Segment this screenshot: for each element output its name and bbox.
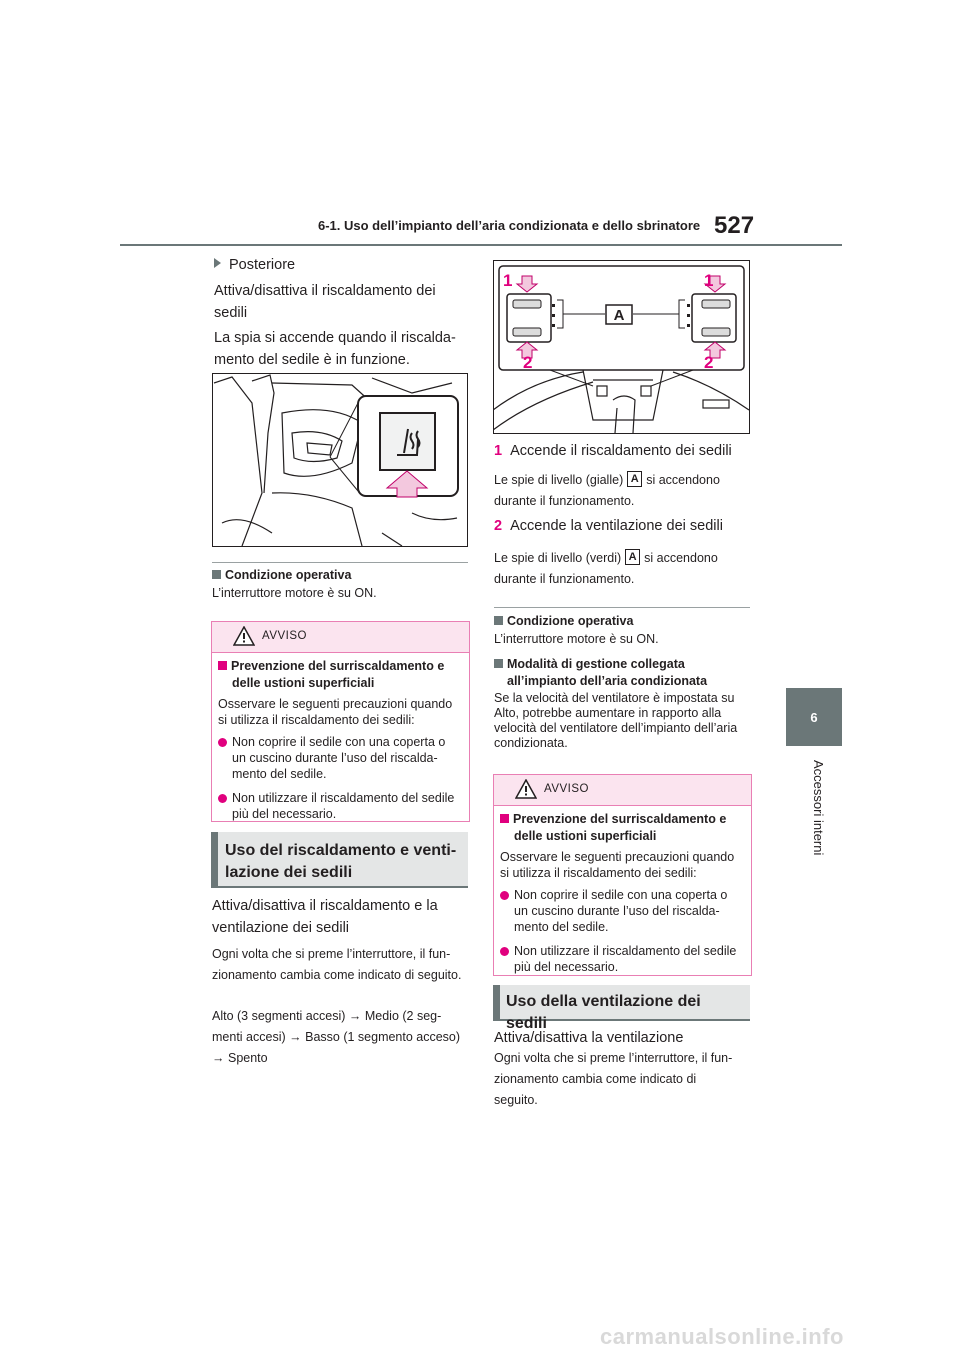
warning-title: AVVISO [544, 783, 589, 795]
section-paragraph-1: Attiva/disattiva il riscaldamento e la v… [212, 898, 438, 936]
pink-dot-icon [218, 738, 227, 747]
warning-box-2: AVVISO Prevenzione del surriscaldamento … [493, 774, 752, 976]
warning-bullet: Non utilizzare il riscaldamento del sedi… [500, 943, 744, 975]
section-paragraph-2: Ogni volta che si preme l’interruttore, … [212, 947, 462, 982]
chapter-tab[interactable]: 6 [786, 688, 842, 746]
indicator-a-box: A [625, 549, 641, 565]
chapter-label: Accessori interni [811, 760, 826, 856]
section-title-box: Uso della ventilazione dei sedili [493, 985, 750, 1032]
warning-header: AVVISO [212, 622, 469, 653]
warning-bullet: Non coprire il sedile con una coperta o … [500, 887, 744, 935]
condition-heading-1: Condizione operativa [212, 567, 468, 584]
page-number: 527 [714, 212, 755, 239]
condition-text-2: L’interruttore motore è su ON. [494, 632, 659, 646]
pink-square-icon [218, 661, 227, 670]
square-bullet-icon [494, 616, 503, 625]
callout-label-2: 2 [523, 353, 532, 372]
rear-heading: Posteriore [214, 254, 474, 276]
page-header-title: 6-1. Uso dell’impianto dell’aria condizi… [318, 218, 701, 233]
callout-label-1: 1 [503, 271, 512, 290]
square-bullet-icon [494, 659, 503, 668]
chapter-number: 6 [810, 709, 818, 725]
pink-dot-icon [500, 947, 509, 956]
mode-text: Se la velocità del ventilatore è imposta… [494, 691, 738, 750]
watermark: carmanualsonline.info [600, 1324, 844, 1349]
warning-intro: Osservare le seguenti precauzioni quando… [500, 850, 735, 880]
condition-text-1: L’interruttore motore è su ON. [212, 586, 377, 600]
callout-label-a: A [614, 307, 625, 324]
warning-header: AVVISO [494, 775, 751, 806]
triangle-bullet-icon [214, 258, 221, 268]
item-2: 2 Accende la ventilazione dei sedili [494, 518, 723, 534]
warning-bullet: Non coprire il sedile con una coperta o … [218, 734, 462, 782]
warning-title: AVVISO [262, 630, 307, 642]
pink-dot-icon [218, 794, 227, 803]
rear-paragraph-1: Attiva/disattiva il riscaldamento dei se… [214, 283, 436, 321]
warning-subheading: Prevenzione del surriscaldamento e delle… [218, 658, 462, 692]
condition-heading-2: Condizione operativa [494, 613, 750, 630]
warning-intro: Osservare le seguenti precauzioni quando… [218, 697, 453, 727]
callout-label-2: 2 [704, 353, 713, 372]
pink-dot-icon [500, 891, 509, 900]
square-bullet-icon [212, 570, 221, 579]
warning-triangle-icon [515, 779, 537, 799]
callout-label-1: 1 [704, 271, 713, 290]
section-paragraph-3: Alto (3 segmenti accesi) → Medio (2 seg-… [212, 1009, 461, 1065]
warning-triangle-icon [233, 626, 255, 646]
indicator-a-box: A [627, 471, 643, 487]
warning-subheading: Prevenzione del surriscaldamento e delle… [500, 811, 744, 845]
section-title-box: Uso del riscaldamento e venti-lazione de… [211, 832, 468, 888]
vent-paragraph-1: Attiva/disattiva la ventilazione [494, 1030, 684, 1046]
divider [212, 562, 468, 563]
warning-box-1: AVVISO Prevenzione del surriscaldamento … [211, 621, 470, 822]
header-rule [120, 244, 842, 246]
front-seat-switches-illustration: A 1 1 2 2 [493, 260, 750, 434]
item-1: 1 Accende il riscaldamento dei sedili [494, 443, 732, 459]
rear-paragraph-2: La spia si accende quando il riscalda-me… [214, 330, 456, 368]
divider [494, 607, 750, 608]
vent-paragraph-2: Ogni volta che si preme l’interruttore, … [494, 1051, 733, 1107]
pink-square-icon [500, 814, 509, 823]
mode-heading: Modalità di gestione collegata all’impia… [494, 656, 757, 690]
warning-bullet: Non utilizzare il riscaldamento del sedi… [218, 790, 462, 822]
rear-seat-heater-illustration [212, 373, 468, 547]
